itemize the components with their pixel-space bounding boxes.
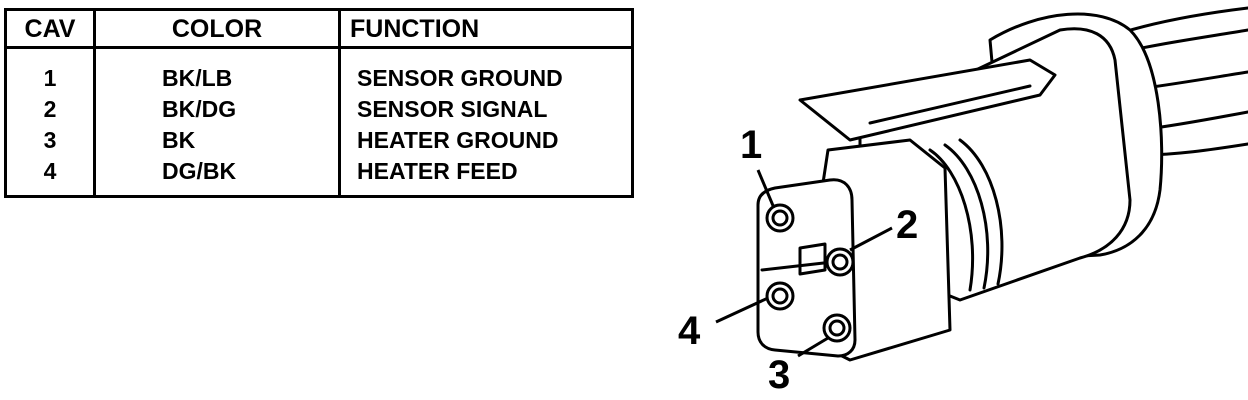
cell-color: BK	[162, 127, 196, 153]
cell-color: DG/BK	[162, 158, 237, 184]
cell-function: HEATER FEED	[357, 158, 518, 184]
cell-color: BK/DG	[162, 96, 237, 122]
callout-1: 1	[740, 123, 762, 167]
housing-rib	[943, 143, 990, 290]
callout-3: 3	[768, 353, 790, 397]
housing-rib	[958, 138, 1004, 286]
locking-tab	[798, 58, 1057, 142]
header-color: COLOR	[171, 15, 263, 43]
table-row: 3 BK HEATER GROUND	[7, 125, 631, 156]
table-row: 2 BK/DG SENSOR SIGNAL	[7, 94, 631, 125]
cell-function: SENSOR GROUND	[357, 65, 563, 91]
cell-cav: 1	[43, 65, 57, 91]
cell-cav: 2	[43, 96, 57, 122]
header-cav: CAV	[24, 15, 76, 43]
callout-4: 4	[678, 309, 701, 353]
pinout-table: CAV COLOR FUNCTION 1 BK/LB SENSOR GROUND…	[4, 8, 634, 198]
leader-line-3	[797, 336, 829, 358]
locking-tab-slot	[868, 84, 1032, 125]
table-body: 1 BK/LB SENSOR GROUND 2 BK/DG SENSOR SIG…	[7, 63, 631, 187]
table-divider	[93, 11, 96, 195]
table-header-divider	[7, 46, 631, 49]
cell-function: SENSOR SIGNAL	[357, 96, 548, 122]
table-row: 1 BK/LB SENSOR GROUND	[7, 63, 631, 94]
cell-cav: 3	[43, 127, 57, 153]
face-key	[798, 242, 827, 276]
cell-color: BK/LB	[162, 65, 233, 91]
cell-cav: 4	[43, 158, 57, 184]
leader-line-4	[715, 296, 769, 324]
leader-line-2	[849, 226, 893, 252]
table-divider	[338, 11, 341, 195]
leader-line-1	[756, 169, 776, 209]
callout-2: 2	[896, 203, 918, 247]
table-row: 4 DG/BK HEATER FEED	[7, 156, 631, 187]
connector-illustration: 1 2 4 3	[678, 6, 1248, 397]
header-function: FUNCTION	[350, 15, 480, 43]
housing-rib	[928, 148, 975, 292]
cell-function: HEATER GROUND	[357, 127, 559, 153]
